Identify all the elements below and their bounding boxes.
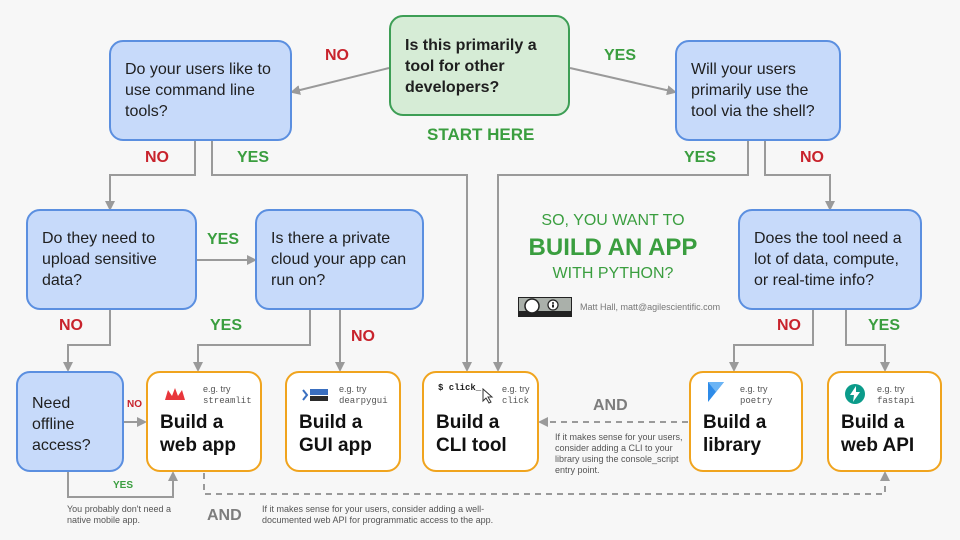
arrow-shell-yes xyxy=(493,141,749,372)
center-line2: BUILD AN APP xyxy=(528,234,698,261)
answer-yes-cli-users: YES xyxy=(237,149,270,166)
arrow-shell-no xyxy=(764,141,835,211)
answer-yes-shell: YES xyxy=(684,149,717,166)
answer-no-start: NO xyxy=(325,47,349,64)
center-line3: WITH PYTHON? xyxy=(552,265,674,282)
mobile-note: You probably don't need a native mobile … xyxy=(67,504,171,525)
center-line1: SO, YOU WANT TO xyxy=(541,212,685,229)
question-shell: Will your users primarily use the tool v… xyxy=(675,40,841,141)
answer-no-cloud: NO xyxy=(351,328,375,345)
gui-app-tool: dearpygui xyxy=(339,396,388,406)
result-web-app: e.g. try streamlit Build a web app xyxy=(146,371,262,472)
question-offline-text: Need offline access? xyxy=(32,395,91,454)
gui-app-hint: e.g. try dearpygui xyxy=(339,384,388,407)
answer-yes-start: YES xyxy=(604,47,637,64)
question-data-compute-text: Does the tool need a lot of data, comput… xyxy=(754,230,902,289)
credit-text: Matt Hall, matt@agilescientific.com xyxy=(580,302,721,312)
question-sensitive-data-text: Do they need to upload sensitive data? xyxy=(42,230,157,289)
library-title: Build a library xyxy=(703,412,767,456)
cli-tool-tool: click xyxy=(502,396,530,406)
library-tool: poetry xyxy=(740,396,773,406)
result-web-api: e.g. try fastapi Build a web API xyxy=(827,371,942,472)
answer-yes-offline: YES xyxy=(113,480,134,491)
gui-app-eg: e.g. try xyxy=(339,384,367,394)
question-private-cloud-text: Is there a private cloud your app can ru… xyxy=(271,230,407,289)
web-api-title: Build a web API xyxy=(841,412,915,456)
dearpygui-logo-icon xyxy=(302,389,328,401)
answer-yes-cloud: YES xyxy=(210,317,243,334)
arrow-start-yes xyxy=(569,67,677,96)
answer-no-cli-users: NO xyxy=(145,149,169,166)
answer-no-shell: NO xyxy=(800,149,824,166)
cli-note: If it makes sense for your users, consid… xyxy=(555,432,683,475)
poetry-logo-icon xyxy=(708,382,724,402)
api-note: If it makes sense for your users, consid… xyxy=(262,504,494,525)
library-eg: e.g. try xyxy=(740,384,768,394)
start-question-text: Is this primarily a tool for other devel… xyxy=(405,37,537,96)
streamlit-crown-icon xyxy=(165,388,185,400)
cli-tool-eg: e.g. try xyxy=(502,384,530,394)
answer-no-sensitive: NO xyxy=(59,317,83,334)
mouse-cursor-icon xyxy=(482,388,494,404)
question-cli-users: Do your users like to use command line t… xyxy=(109,40,292,141)
question-data-compute: Does the tool need a lot of data, comput… xyxy=(738,209,922,310)
dashed-webapp-to-api xyxy=(203,471,890,495)
fastapi-bolt-icon xyxy=(845,384,865,404)
library-hint: e.g. try poetry xyxy=(740,384,772,407)
and-label-library: AND xyxy=(593,397,628,414)
arrow-start-no xyxy=(290,67,390,95)
gui-app-title: Build a GUI app xyxy=(299,412,372,456)
arrow-cli-no xyxy=(105,141,196,211)
question-sensitive-data: Do they need to upload sensitive data? xyxy=(26,209,197,310)
arrow-sensitive-no xyxy=(63,310,111,372)
question-private-cloud: Is there a private cloud your app can ru… xyxy=(255,209,424,310)
start-question-box: Is this primarily a tool for other devel… xyxy=(389,15,570,116)
web-api-hint: e.g. try fastapi xyxy=(877,384,915,407)
center-title: SO, YOU WANT TO BUILD AN APP WITH PYTHON… xyxy=(520,212,706,283)
cli-prompt-text: $ click_ xyxy=(438,383,482,393)
result-library: e.g. try poetry Build a library xyxy=(689,371,803,472)
arrow-cli-yes xyxy=(211,141,472,372)
question-offline: Need offline access? xyxy=(16,371,124,472)
arrow-cloud-yes xyxy=(193,310,311,372)
answer-yes-data: YES xyxy=(868,317,901,334)
web-app-title: Build a web app xyxy=(160,412,237,456)
web-api-tool: fastapi xyxy=(877,396,915,406)
cli-tool-title: Build a CLI tool xyxy=(436,412,507,456)
and-label-api: AND xyxy=(207,507,242,524)
answer-no-offline: NO xyxy=(127,399,142,410)
start-here-label: START HERE xyxy=(427,125,535,144)
web-app-hint: e.g. try streamlit xyxy=(203,384,252,407)
web-api-eg: e.g. try xyxy=(877,384,905,394)
answer-yes-sensitive: YES xyxy=(207,231,240,248)
result-gui-app: e.g. try dearpygui Build a GUI app xyxy=(285,371,401,472)
web-app-tool: streamlit xyxy=(203,396,252,406)
result-cli-tool: $ click_ e.g. try click Build a CLI tool xyxy=(422,371,539,472)
answer-no-data: NO xyxy=(777,317,801,334)
cli-tool-hint: e.g. try click xyxy=(502,384,530,407)
arrow-data-no xyxy=(729,310,814,372)
question-cli-users-text: Do your users like to use command line t… xyxy=(125,61,271,120)
arrow-offline-yes xyxy=(67,471,178,498)
arrow-data-yes xyxy=(845,310,890,372)
cc-by-license-icon xyxy=(518,297,572,317)
web-app-eg: e.g. try xyxy=(203,384,231,394)
question-shell-text: Will your users primarily use the tool v… xyxy=(691,61,815,120)
